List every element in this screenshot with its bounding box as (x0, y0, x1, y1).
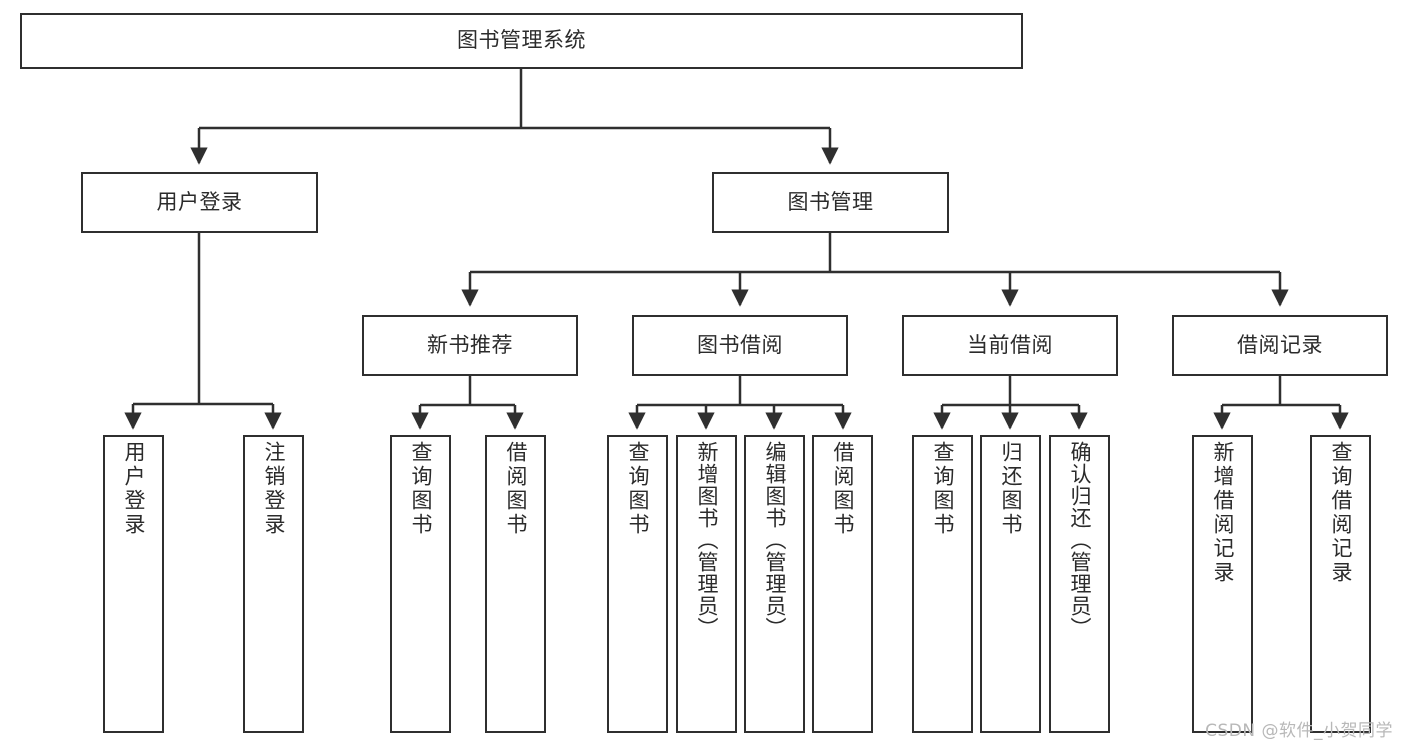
leaf-borrow-add-book-admin[interactable]: 新增图书（管理员） (676, 435, 737, 733)
node-label: 借阅图书 (831, 441, 855, 537)
leaf-record-query-record[interactable]: 查询借阅记录 (1310, 435, 1371, 733)
node-label: 查询借阅记录 (1329, 441, 1353, 585)
leaf-record-add-record[interactable]: 新增借阅记录 (1192, 435, 1253, 733)
leaf-borrow-borrow-book[interactable]: 借阅图书 (812, 435, 873, 733)
leaf-borrow-edit-book-admin[interactable]: 编辑图书（管理员） (744, 435, 805, 733)
leaf-current-confirm-return-admin[interactable]: 确认归还（管理员） (1049, 435, 1110, 733)
node-label: 图书管理 (787, 189, 874, 214)
leaf-recommend-query-book[interactable]: 查询图书 (390, 435, 451, 733)
node-label: 新书推荐 (427, 332, 513, 357)
node-label: 编辑图书（管理员） (763, 441, 787, 639)
node-borrow-record[interactable]: 借阅记录 (1172, 315, 1388, 376)
leaf-user-login-signin[interactable]: 用户登录 (103, 435, 164, 733)
node-user-login[interactable]: 用户登录 (81, 172, 318, 233)
node-label: 图书借阅 (697, 332, 783, 357)
node-label: 当前借阅 (967, 332, 1053, 357)
node-label: 借阅图书 (504, 441, 528, 537)
node-label: 归还图书 (999, 441, 1023, 537)
node-label: 查询图书 (931, 441, 955, 537)
leaf-borrow-query-book[interactable]: 查询图书 (607, 435, 668, 733)
node-label: 新增图书（管理员） (695, 441, 719, 639)
node-current-borrow[interactable]: 当前借阅 (902, 315, 1118, 376)
leaf-recommend-borrow-book[interactable]: 借阅图书 (485, 435, 546, 733)
node-label: 用户登录 (156, 189, 243, 214)
node-label: 确认归还（管理员） (1068, 441, 1092, 639)
node-label: 用户登录 (122, 441, 146, 537)
node-label: 新增借阅记录 (1211, 441, 1235, 585)
csdn-watermark: CSDN @软件_小贺同学 (1205, 721, 1393, 741)
leaf-current-return-book[interactable]: 归还图书 (980, 435, 1041, 733)
node-label: 查询图书 (626, 441, 650, 537)
node-label: 查询图书 (409, 441, 433, 537)
node-book-borrow[interactable]: 图书借阅 (632, 315, 848, 376)
node-label: 图书管理系统 (457, 28, 586, 53)
leaf-current-query-book[interactable]: 查询图书 (912, 435, 973, 733)
node-label: 借阅记录 (1237, 332, 1323, 357)
node-book-management[interactable]: 图书管理 (712, 172, 949, 233)
node-label: 注销登录 (262, 441, 286, 537)
node-new-book-recommend[interactable]: 新书推荐 (362, 315, 578, 376)
leaf-user-login-signout[interactable]: 注销登录 (243, 435, 304, 733)
node-root-system[interactable]: 图书管理系统 (20, 13, 1023, 69)
